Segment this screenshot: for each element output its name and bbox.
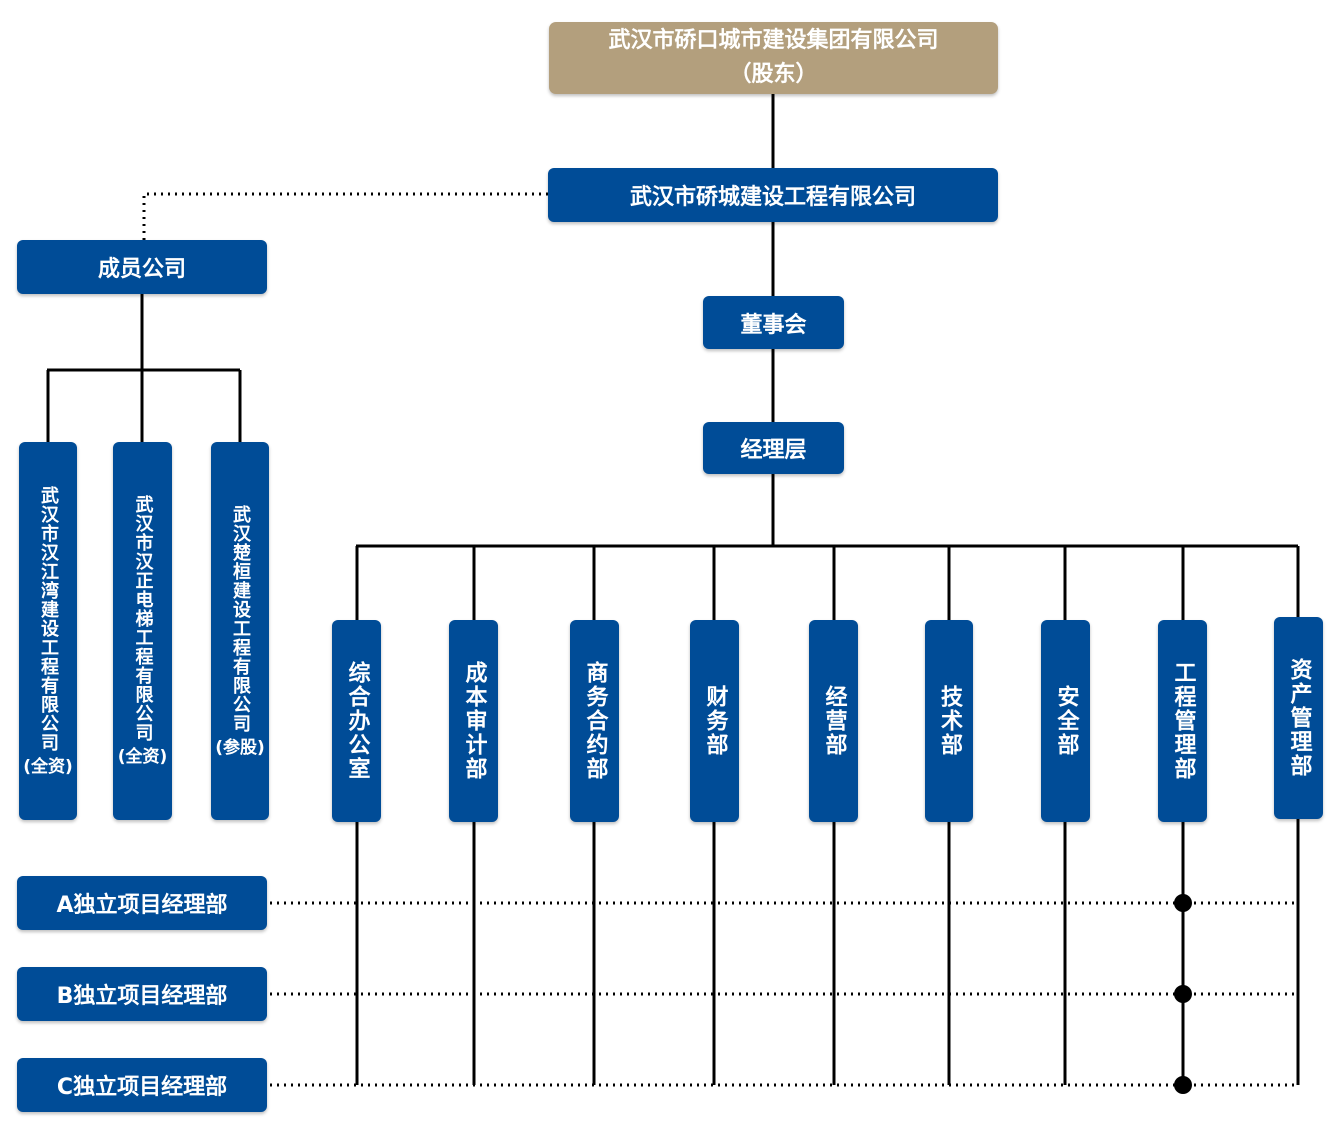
member-company-note: (全资) bbox=[117, 747, 168, 767]
department-box: 财务部 bbox=[690, 620, 739, 822]
department-name: 综合办公室 bbox=[344, 661, 370, 781]
member-company: 武汉市汉江湾建设工程有限公司 (全资) bbox=[19, 442, 77, 820]
member-company-note: (参股) bbox=[215, 737, 265, 758]
project-department-label: C独立项目经理部 bbox=[56, 1075, 228, 1100]
department-name: 技术部 bbox=[937, 685, 962, 757]
department-name: 资产管理部 bbox=[1286, 658, 1312, 778]
member-companies-title: 成员公司 bbox=[97, 257, 186, 282]
department-box: 综合办公室 bbox=[332, 620, 381, 822]
department-box: 经营部 bbox=[809, 620, 858, 822]
project-department-box: C独立项目经理部 bbox=[17, 1058, 267, 1112]
department-name: 财务部 bbox=[702, 685, 728, 757]
junction-dot bbox=[1174, 894, 1192, 912]
shareholder-role: （股东） bbox=[729, 62, 818, 87]
department-name: 安全部 bbox=[1053, 685, 1079, 757]
member-company: 武汉楚桓建设工程有限公司 (参股) bbox=[211, 442, 269, 820]
shareholder-box: 武汉市硚口城市建设集团有限公司 （股东） bbox=[549, 22, 998, 94]
project-department-label: B独立项目经理部 bbox=[56, 984, 228, 1009]
company-box: 武汉市硚城建设工程有限公司 bbox=[548, 168, 998, 222]
project-department-box: B独立项目经理部 bbox=[17, 967, 267, 1021]
department-box: 安全部 bbox=[1041, 620, 1090, 822]
member-company-note: (全资) bbox=[23, 756, 73, 777]
shareholder-name: 武汉市硚口城市建设集团有限公司 bbox=[608, 28, 939, 53]
member-company-name: 武汉市汉江湾建设工程有限公司 bbox=[37, 485, 59, 752]
department-box: 资产管理部 bbox=[1274, 617, 1323, 819]
junction-dot bbox=[1174, 985, 1192, 1003]
project-department-box: A独立项目经理部 bbox=[17, 876, 267, 930]
department-box: 商务合约部 bbox=[570, 620, 619, 822]
department-name: 经营部 bbox=[821, 685, 847, 757]
project-department-label: A独立项目经理部 bbox=[56, 893, 228, 918]
department-name: 工程管理部 bbox=[1170, 661, 1196, 781]
member-companies-box: 成员公司 bbox=[17, 240, 267, 294]
department-name: 商务合约部 bbox=[582, 661, 608, 781]
management-label: 经理层 bbox=[740, 438, 807, 463]
board-box: 董事会 bbox=[703, 296, 844, 349]
member-company: 武汉市汉正电梯工程有限公司 (全资) bbox=[113, 442, 172, 820]
board-label: 董事会 bbox=[740, 312, 807, 338]
management-box: 经理层 bbox=[703, 422, 844, 474]
member-company-name: 武汉楚桓建设工程有限公司 bbox=[229, 504, 251, 733]
company-name: 武汉市硚城建设工程有限公司 bbox=[629, 185, 916, 210]
department-name: 成本审计部 bbox=[461, 661, 487, 781]
department-box: 工程管理部 bbox=[1158, 620, 1207, 822]
department-box: 成本审计部 bbox=[449, 620, 498, 822]
department-box: 技术部 bbox=[925, 620, 973, 822]
member-company-name: 武汉市汉正电梯工程有限公司 bbox=[132, 495, 154, 742]
junction-dot bbox=[1174, 1076, 1192, 1094]
